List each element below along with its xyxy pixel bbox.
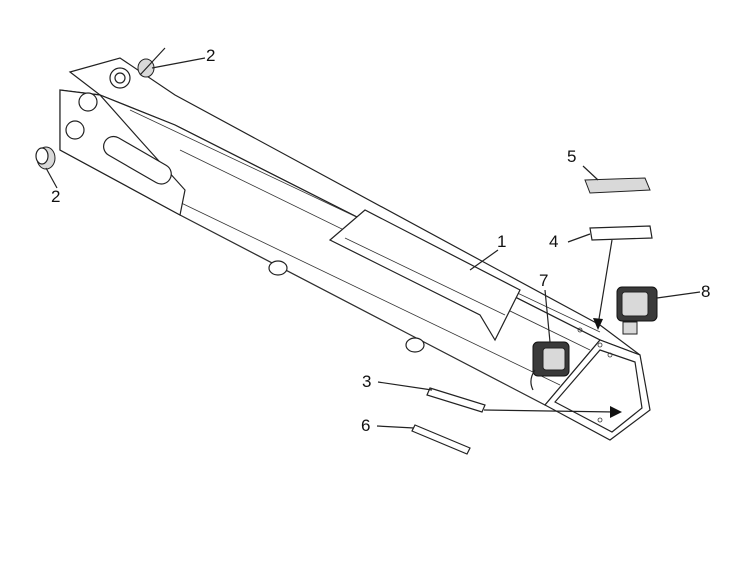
callout-5: 5 — [567, 147, 577, 166]
callout-2-top: 2 — [206, 46, 216, 65]
wear-plate-upper — [589, 225, 653, 241]
wear-strip — [411, 424, 471, 455]
callout-1: 1 — [497, 232, 507, 251]
pin-bushing-left — [35, 146, 56, 170]
callout-8: 8 — [701, 282, 711, 301]
work-light-left — [530, 341, 570, 391]
callout-6: 6 — [361, 416, 371, 435]
work-light-right — [616, 286, 658, 335]
wear-strip-lower — [426, 387, 486, 413]
callout-2-left: 2 — [51, 187, 61, 206]
boom — [59, 57, 651, 441]
leader-lines — [45, 47, 701, 429]
wear-pad — [584, 177, 651, 194]
callout-3: 3 — [362, 372, 372, 391]
callout-7: 7 — [539, 271, 549, 290]
callout-4: 4 — [549, 232, 559, 251]
